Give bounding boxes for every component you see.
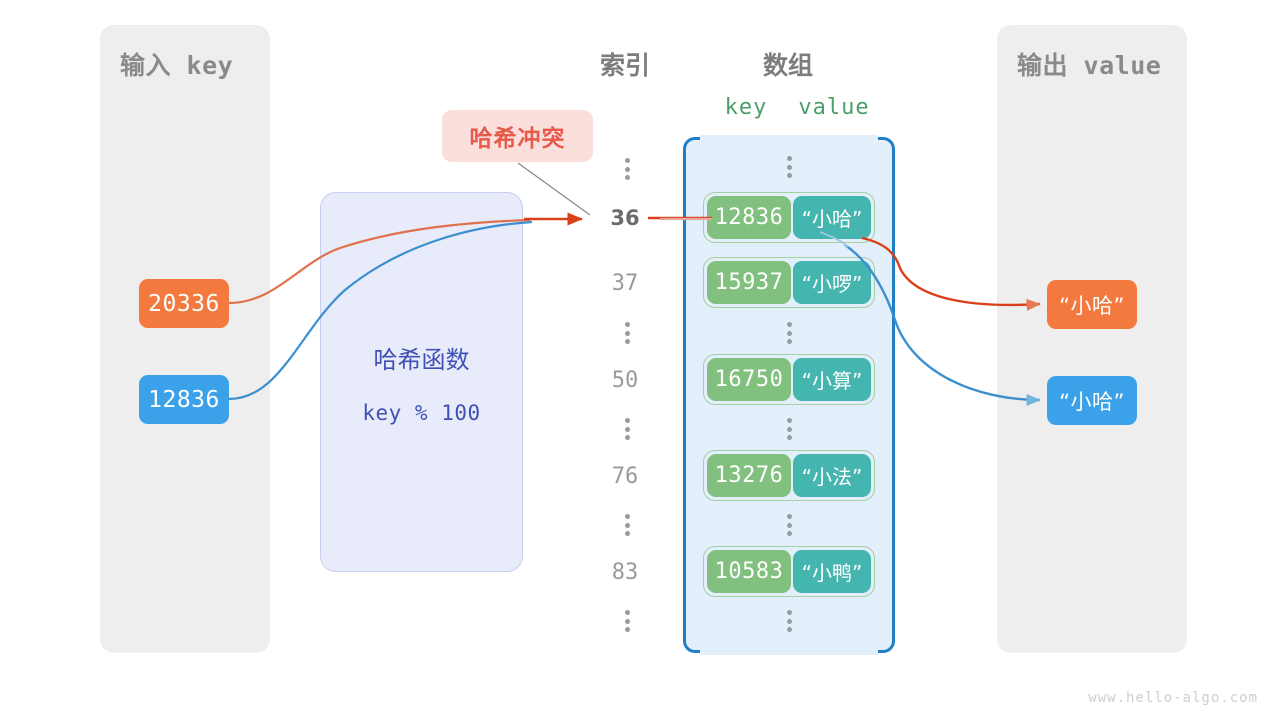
bucket-value-4: “小鸭” [792,550,871,593]
array-bracket-mask-bottom [700,649,878,655]
array-bracket-left [683,137,707,653]
array-bucket-4[interactable]: 10583 “小鸭” [703,546,875,597]
index-dots-2 [612,418,642,440]
bucket-value-3: “小法” [792,454,871,497]
hash-function-expression: key % 100 [362,400,481,425]
input-key-0[interactable]: 20336 [139,279,229,328]
hash-function-name: 哈希函数 [373,345,470,374]
input-panel [100,25,270,653]
index-dots-0 [612,158,642,180]
index-label-37: 37 [611,271,639,296]
array-bracket-mask-top [700,135,878,141]
input-panel-title: 输入 key [120,51,234,80]
bucket-value-1: “小啰” [792,261,871,304]
array-dots-2 [774,418,804,440]
collision-callout: 哈希冲突 [442,110,593,162]
output-value-0[interactable]: “小哈” [1047,280,1137,329]
bucket-value-2: “小算” [792,358,871,401]
hash-function-box: 哈希函数 key % 100 [320,192,523,572]
input-key-1[interactable]: 12836 [139,375,229,424]
index-dots-3 [612,514,642,536]
array-dots-3 [774,514,804,536]
index-label-36: 36 [610,206,640,230]
output-value-1[interactable]: “小哈” [1047,376,1137,425]
bucket-value-0: “小哈” [792,196,871,239]
output-panel [997,25,1187,653]
index-label-83: 83 [611,560,639,585]
watermark: www.hello-algo.com [1088,690,1258,706]
output-panel-title: 输出 value [1017,51,1162,80]
bucket-key-1: 15937 [707,261,791,304]
index-column-header: 索引 [599,51,650,80]
index-label-50: 50 [611,368,639,393]
bucket-key-2: 16750 [707,358,791,401]
index-label-76: 76 [611,464,639,489]
array-bucket-2[interactable]: 16750 “小算” [703,354,875,405]
array-bucket-0[interactable]: 12836 “小哈” [703,192,875,243]
index-dots-1 [612,322,642,344]
array-bucket-1[interactable]: 15937 “小啰” [703,257,875,308]
bucket-key-3: 13276 [707,454,791,497]
array-bucket-3[interactable]: 13276 “小法” [703,450,875,501]
array-dots-0 [774,156,804,178]
bucket-key-4: 10583 [707,550,791,593]
array-dots-1 [774,322,804,344]
bucket-key-0: 12836 [707,196,791,239]
array-dots-4 [774,610,804,632]
array-column-header: 数组 [762,51,813,80]
key-column-header: key [724,95,768,120]
index-dots-4 [612,610,642,632]
collision-leader-line [517,162,591,216]
value-column-header: value [798,95,870,120]
